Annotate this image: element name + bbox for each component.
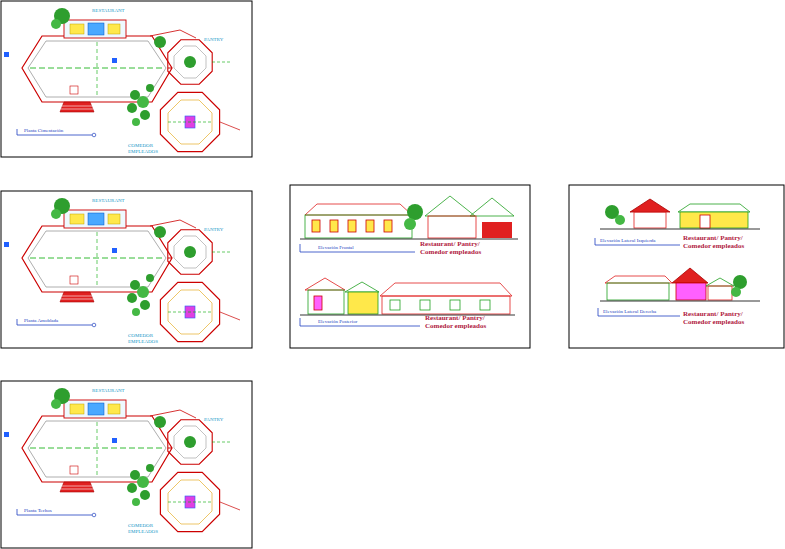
sheet-title: Restaurant/ Pantry/ Comedor empleados bbox=[425, 314, 507, 330]
drawing-label: RESTAURANT bbox=[92, 8, 125, 14]
drawing-label: RESTAURANT bbox=[92, 198, 125, 204]
drawing-label: COMEDOR EMPLEADOS bbox=[128, 523, 162, 535]
drawing-label: Elevación Lateral Izquierda bbox=[600, 238, 656, 244]
drawing-label: Planta Cimentación bbox=[24, 128, 63, 134]
drawing-label: Planta Amoblada bbox=[24, 318, 58, 324]
drawing-label: Planta Techos bbox=[24, 508, 52, 514]
drawing-label: PANTRY bbox=[204, 37, 223, 43]
drawing-label: Elevación Lateral Derecha bbox=[603, 309, 656, 315]
drawing-label: RESTAURANT bbox=[92, 388, 125, 394]
drawing-label: PANTRY bbox=[204, 417, 223, 423]
sheet-title: Restaurant/ Pantry/ Comedor empleados bbox=[683, 310, 765, 326]
sheet-title: Restaurant/ Pantry/ Comedor empleados bbox=[420, 240, 502, 256]
drawing-label: PANTRY bbox=[204, 227, 223, 233]
drawing-label: COMEDOR EMPLEADOS bbox=[128, 333, 162, 345]
drawing-label: COMEDOR EMPLEADOS bbox=[128, 143, 162, 155]
sheet-title: Restaurant/ Pantry/ Comedor empleados bbox=[683, 234, 765, 250]
drawing-label: Elevación Frontal bbox=[318, 245, 354, 251]
drawing-label: Elevación Posterior bbox=[318, 319, 357, 325]
